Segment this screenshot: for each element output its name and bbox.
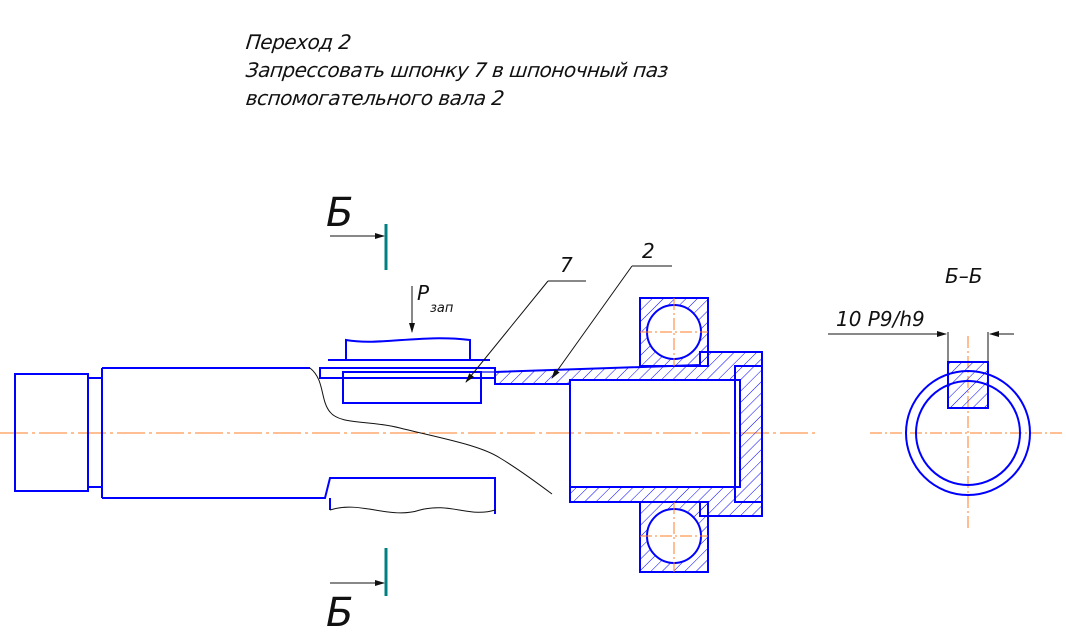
section-mark-bottom: Б (326, 548, 388, 636)
section-view: Б–Б 10 P9/h9 (828, 264, 1064, 528)
fit-dimension: 10 P9/h9 (836, 307, 925, 331)
callout-shaft: 2 (551, 239, 672, 379)
callout-key-label: 7 (560, 253, 573, 277)
press-tool (328, 337, 490, 361)
main-shaft (101, 367, 553, 514)
force-label: P (417, 281, 430, 305)
bearing-bottom (639, 501, 709, 573)
section-letter-top: Б (326, 190, 353, 236)
bearing-top (639, 297, 709, 367)
callout-key: 7 (465, 253, 586, 383)
callout-shaft-label: 2 (642, 239, 655, 263)
key-7 (319, 367, 496, 404)
force-label-subscript: зап (430, 301, 454, 316)
section-view-title: Б–Б (945, 264, 982, 288)
section-mark-top: Б (326, 190, 388, 270)
auxiliary-shaft-2 (480, 351, 763, 517)
section-letter-bottom: Б (326, 590, 353, 636)
